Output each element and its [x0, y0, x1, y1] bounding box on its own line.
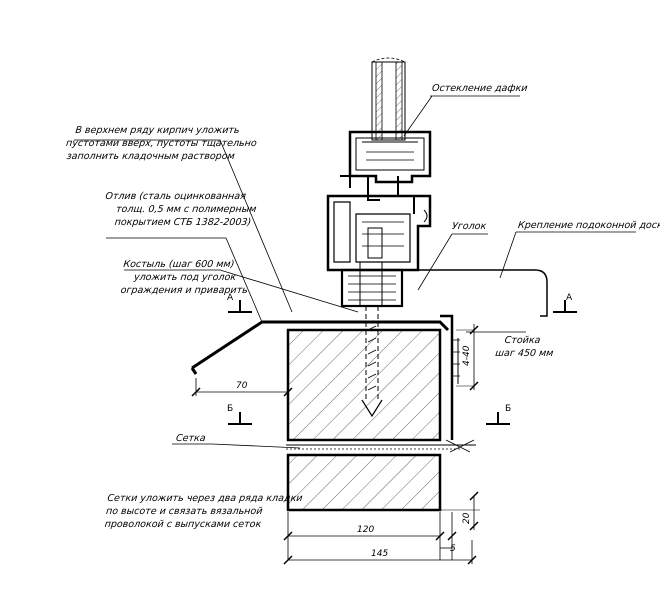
flashing-note-line: толщ. 0,5 мм с полимерным [115, 204, 257, 215]
dim-4-40: 4-40 [462, 345, 472, 366]
flashing-note-line: покрытием СТБ 1382-2003) [114, 217, 252, 228]
angle-label: Уголок [451, 221, 487, 232]
post-note-line: шаг 450 мм [494, 348, 554, 359]
top-row-note-line: В верхнем ряду кирпич уложить [74, 125, 241, 136]
crutch-note-line: уложить под уголок [133, 272, 237, 283]
flashing [190, 320, 450, 375]
sill-board-label: Крепление подоконной доски [517, 220, 660, 231]
top-row-note: В верхнем ряду кирпич уложить пустотами … [64, 124, 259, 163]
dim-145: 145 [371, 549, 389, 559]
sub-sill-profile [340, 261, 404, 308]
section-a-right: А [566, 293, 573, 303]
section-b-left: Б [227, 404, 234, 414]
glazing-unit [371, 57, 406, 141]
dim-5: 5 [450, 544, 456, 554]
post-angle [440, 314, 474, 440]
sash-profile [340, 130, 432, 214]
mesh-layer [286, 439, 476, 453]
dim-20: 20 [462, 512, 472, 524]
post-note: Стойка шаг 450 мм [495, 334, 556, 360]
section-b-right: Б [505, 404, 512, 414]
mesh-note: Сетки уложить через два ряда кладки по в… [104, 492, 303, 531]
post-note-line: Стойка [504, 335, 541, 346]
dim-70: 70 [236, 381, 248, 391]
mesh-note-line: Сетки уложить через два ряда кладки [106, 493, 303, 504]
frame-profile [326, 194, 432, 272]
glazing-label: Остекление дафки [431, 83, 528, 94]
leader-lines [74, 95, 636, 449]
mesh-note-line: по высоте и связать вязальной [105, 506, 263, 517]
section-a-left: А [227, 293, 234, 303]
crutch-note-line: Костыль (шаг 600 мм) [122, 259, 235, 270]
dimension-lines [191, 324, 480, 565]
lower-brick [286, 453, 442, 512]
mesh-label: Сетка [175, 433, 207, 444]
dim-120: 120 [357, 525, 375, 535]
flashing-note: Отлив (сталь оцинкованная толщ. 0,5 мм с… [102, 190, 258, 229]
mesh-note-line: проволокой с выпусками сеток [104, 519, 262, 530]
section-markers [228, 300, 577, 425]
top-row-note-line: пустотами вверх, пустоты тщательно [65, 138, 258, 149]
crutch-note: Костыль (шаг 600 мм) уложить под уголок … [120, 258, 251, 297]
top-row-note-line: заполнить кладочным раствором [66, 151, 236, 162]
flashing-note-line: Отлив (сталь оцинкованная [104, 191, 247, 202]
sill-board-bracket [418, 269, 548, 317]
upper-brick [286, 328, 442, 442]
